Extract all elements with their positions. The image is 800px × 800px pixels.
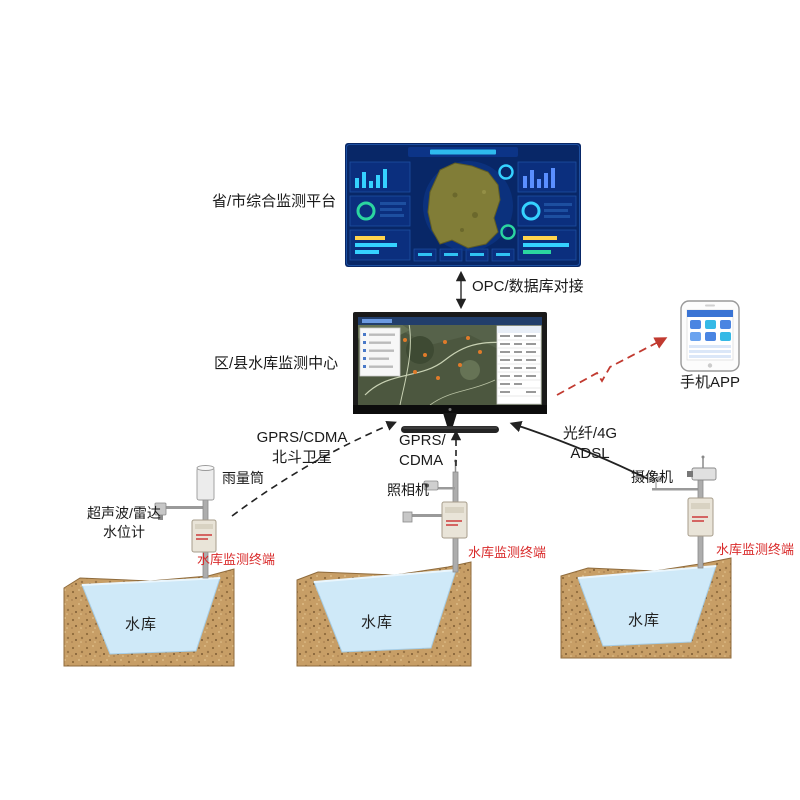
reservoir-label-middle: 水库 [360, 614, 393, 631]
platform-label: 省/市综合监测平台 [212, 193, 337, 210]
link-left-label: GPRS/CDMA 北斗卫星 [252, 428, 352, 468]
map-markers [403, 336, 482, 380]
link-mid-label: GPRS/ CDMA [399, 431, 446, 471]
fiber-arrow [509, 420, 649, 480]
center-label: 区/县水库监测中心 [214, 355, 339, 372]
link-left-line1: GPRS/CDMA [256, 429, 348, 446]
rain-gauge-label: 雨量筒 [222, 470, 264, 486]
link-left-line2: 北斗卫星 [271, 449, 332, 466]
level-gauge-line1: 超声波/雷达 [87, 505, 161, 521]
reservoir-middle [296, 561, 472, 667]
link-mid-line2: CDMA [399, 452, 444, 469]
link-right-label: 光纤/4G ADSL [552, 424, 628, 464]
rain-gauge-device [196, 467, 215, 501]
station-right [649, 455, 717, 569]
uplink-arrows [231, 337, 668, 517]
link-right-line1: 光纤/4G [562, 425, 618, 442]
reservoir-left [63, 568, 235, 667]
station-middle [402, 459, 468, 573]
photo-camera-label: 照相机 [387, 482, 429, 498]
opc-label: OPC/数据库对接 [472, 278, 584, 295]
mobile-phone [680, 300, 740, 372]
province-map-shape [427, 162, 501, 249]
video-camera-label: 摄像机 [631, 469, 673, 485]
dashboard-screenshot [345, 143, 581, 267]
monitor [353, 312, 547, 433]
reservoir-right [560, 557, 732, 659]
terminal-label-left: 水库监测终端 [197, 552, 276, 567]
photo-camera-device [423, 480, 439, 491]
app-icon-grid [690, 320, 731, 341]
terminal-label-right: 水库监测终端 [716, 542, 795, 557]
link-mid-line1: GPRS/ [399, 432, 446, 449]
terminal-label-middle: 水库监测终端 [468, 545, 547, 560]
station-left [154, 465, 217, 579]
app-label: 手机APP [679, 374, 740, 391]
level-gauge-line2: 水位计 [103, 524, 145, 540]
app-link-arrow [556, 337, 668, 396]
reservoir-label-right: 水库 [627, 612, 660, 629]
level-gauge-label: 超声波/雷达 水位计 [74, 504, 174, 542]
link-right-line2: ADSL [570, 445, 610, 462]
video-camera-device [691, 467, 717, 481]
reservoir-label-left: 水库 [124, 616, 157, 633]
